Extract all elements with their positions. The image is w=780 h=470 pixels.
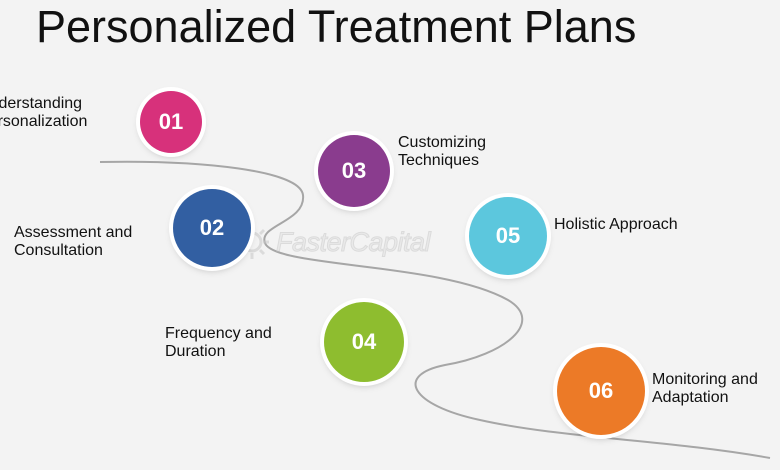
diagram-title: Personalized Treatment Plans [36, 1, 637, 52]
watermark-text: FasterCapital [275, 226, 431, 257]
step-05-label-line1: Holistic Approach [554, 216, 678, 233]
step-03-number: 03 [341, 158, 367, 183]
step-03-label-line2: Techniques [398, 152, 479, 169]
step-04-number: 04 [351, 329, 377, 354]
step-02-label: Assessment and Consultation [14, 224, 132, 260]
step-02-label-line2: Consultation [14, 242, 103, 259]
step-05-label: Holistic Approach [554, 216, 678, 234]
step-02-label-line1: Assessment and [14, 224, 133, 241]
step-02-number: 02 [199, 215, 225, 240]
step-06-number: 06 [588, 378, 614, 403]
step-01-label-line2: Personalization [0, 113, 88, 130]
watermark: FasterCapital [232, 222, 431, 262]
step-06-circle: 06 [557, 347, 645, 435]
step-06-label-line1: Monitoring and [652, 371, 758, 388]
step-06-label: Monitoring and Adaptation [652, 371, 758, 407]
step-03-label: Customizing Techniques [398, 134, 486, 170]
step-05-number: 05 [495, 223, 521, 248]
step-01-circle: 01 [140, 91, 202, 153]
winding-path-line [99, 160, 771, 459]
step-03-label-line1: Customizing [398, 134, 487, 151]
step-01-label-line1: Understanding [0, 95, 83, 112]
step-03-circle: 03 [318, 135, 390, 207]
step-01-label: Understanding Personalization [0, 95, 87, 131]
step-04-label: Frequency and Duration [165, 325, 272, 361]
step-04-label-line1: Frequency and [165, 325, 272, 342]
step-01-number: 01 [158, 109, 184, 134]
step-04-label-line2: Duration [165, 343, 226, 360]
step-05-circle: 05 [469, 197, 547, 275]
step-04-circle: 04 [324, 302, 404, 382]
step-06-label-line2: Adaptation [652, 389, 729, 406]
step-02-circle: 02 [173, 189, 251, 267]
